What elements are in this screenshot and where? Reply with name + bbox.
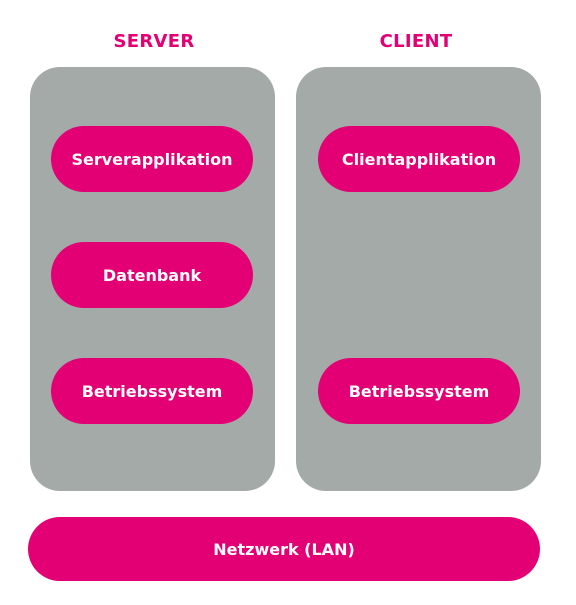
server-app-component: Serverapplikation — [51, 126, 253, 192]
network-lan: Netzwerk (LAN) — [28, 517, 540, 581]
client-panel: Clientapplikation Betriebssystem — [296, 67, 541, 491]
server-panel: Serverapplikation Datenbank Betriebssyst… — [30, 67, 275, 491]
client-title: CLIENT — [379, 31, 453, 52]
client-app-component: Clientapplikation — [318, 126, 520, 192]
server-title: SERVER — [113, 31, 195, 52]
server-os-component: Betriebssystem — [51, 358, 253, 424]
database-component: Datenbank — [51, 242, 253, 308]
client-os-component: Betriebssystem — [318, 358, 520, 424]
